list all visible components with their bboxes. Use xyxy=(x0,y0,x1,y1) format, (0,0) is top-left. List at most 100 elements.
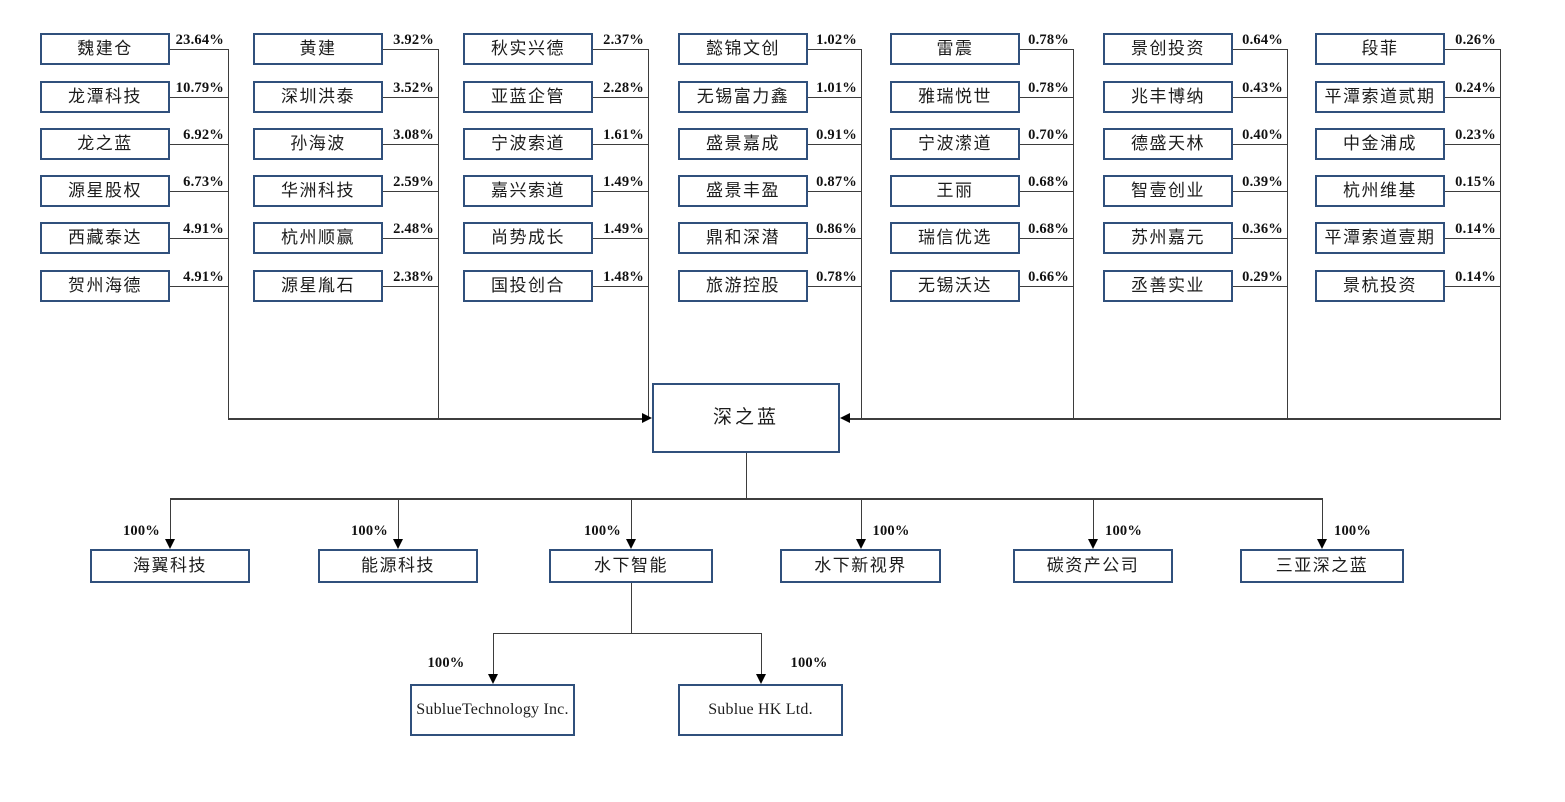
arrowhead-icon xyxy=(487,674,498,684)
shareholder-box: 德盛天林 xyxy=(1103,128,1233,160)
shareholder-box: 魏建仓 xyxy=(40,33,170,65)
shareholding-percentage: 10.79% xyxy=(175,80,224,96)
shareholding-percentage: 0.78% xyxy=(1028,32,1069,48)
shareholder-box: 兆丰博纳 xyxy=(1103,81,1233,113)
shareholder-box: 孙海波 xyxy=(253,128,383,160)
shareholder-box: 国投创合 xyxy=(463,270,593,302)
shareholder-box: 鼎和深潜 xyxy=(678,222,808,254)
shareholding-percentage: 2.59% xyxy=(393,174,434,190)
arrowhead-icon xyxy=(840,413,850,423)
ownership-percentage: 100% xyxy=(350,523,388,539)
shareholder-box: 苏州嘉元 xyxy=(1103,222,1233,254)
ownership-percentage: 100% xyxy=(583,523,621,539)
subsidiary-box: 三亚深之蓝 xyxy=(1240,549,1404,583)
shareholder-box: 深圳洪泰 xyxy=(253,81,383,113)
shareholder-box: 平潭索道壹期 xyxy=(1315,222,1445,254)
shareholding-percentage: 6.73% xyxy=(183,174,224,190)
connector-line xyxy=(1445,286,1500,287)
shareholder-box: 华洲科技 xyxy=(253,175,383,207)
connector-line xyxy=(170,286,228,287)
arrowhead-icon xyxy=(165,539,175,549)
ownership-percentage: 100% xyxy=(790,655,828,671)
shareholding-percentage: 0.15% xyxy=(1455,174,1496,190)
shareholding-percentage: 3.92% xyxy=(393,32,434,48)
connector-line xyxy=(1020,191,1073,192)
shareholding-percentage: 6.92% xyxy=(183,127,224,143)
shareholding-percentage: 4.91% xyxy=(183,269,224,285)
shareholding-percentage: 0.23% xyxy=(1455,127,1496,143)
connector-line xyxy=(593,286,648,287)
ownership-percentage: 100% xyxy=(872,523,910,539)
shareholding-percentage: 0.68% xyxy=(1028,174,1069,190)
connector-line xyxy=(1020,144,1073,145)
connector-line xyxy=(383,238,438,239)
shareholding-percentage: 1.02% xyxy=(816,32,857,48)
connector-line xyxy=(808,191,861,192)
shareholding-percentage: 0.87% xyxy=(816,174,857,190)
connector-line xyxy=(228,418,642,420)
shareholding-percentage: 0.14% xyxy=(1455,269,1496,285)
ownership-percentage: 100% xyxy=(1105,523,1143,539)
shareholder-box: 秋实兴德 xyxy=(463,33,593,65)
subsidiary-box: 水下新视界 xyxy=(780,549,941,583)
connector-line xyxy=(631,498,632,539)
shareholding-percentage: 4.91% xyxy=(183,221,224,237)
shareholding-percentage: 2.37% xyxy=(603,32,644,48)
shareholding-percentage: 0.64% xyxy=(1242,32,1283,48)
shareholder-box: 杭州顺赢 xyxy=(253,222,383,254)
connector-line xyxy=(808,49,861,50)
connector-line xyxy=(808,238,861,239)
shareholder-box: 杭州维基 xyxy=(1315,175,1445,207)
shareholding-percentage: 0.66% xyxy=(1028,269,1069,285)
arrowhead-icon xyxy=(755,674,766,684)
shareholding-percentage: 0.86% xyxy=(816,221,857,237)
connector-line xyxy=(593,238,648,239)
shareholding-percentage: 1.48% xyxy=(603,269,644,285)
shareholding-percentage: 0.70% xyxy=(1028,127,1069,143)
connector-line xyxy=(1073,49,1074,419)
shareholding-percentage: 1.61% xyxy=(603,127,644,143)
connector-line xyxy=(808,286,861,287)
shareholder-box: 平潭索道贰期 xyxy=(1315,81,1445,113)
shareholding-percentage: 0.26% xyxy=(1455,32,1496,48)
shareholder-box: 懿锦文创 xyxy=(678,33,808,65)
connector-line xyxy=(808,144,861,145)
arrowhead-icon xyxy=(393,539,403,549)
shareholder-box: 盛景丰盈 xyxy=(678,175,808,207)
shareholding-percentage: 1.01% xyxy=(816,80,857,96)
connector-line xyxy=(648,49,649,419)
connector-line xyxy=(170,144,228,145)
connector-line xyxy=(861,49,862,419)
connector-line xyxy=(1020,238,1073,239)
connector-line xyxy=(1287,49,1288,419)
shareholder-box: 瑞信优选 xyxy=(890,222,1020,254)
shareholder-box: 源星胤石 xyxy=(253,270,383,302)
connector-line xyxy=(850,418,1501,420)
connector-line xyxy=(170,498,1322,500)
connector-line xyxy=(760,633,762,674)
connector-line xyxy=(170,191,228,192)
shareholder-box: 龙潭科技 xyxy=(40,81,170,113)
ownership-percentage: 100% xyxy=(1334,523,1372,539)
connector-line xyxy=(1020,49,1073,50)
sub-subsidiary-box: Sublue HK Ltd. xyxy=(678,684,843,736)
shareholding-percentage: 0.43% xyxy=(1242,80,1283,96)
arrowhead-icon xyxy=(1088,539,1098,549)
shareholder-box: 嘉兴索道 xyxy=(463,175,593,207)
shareholding-percentage: 3.08% xyxy=(393,127,434,143)
connector-line xyxy=(593,49,648,50)
connector-line xyxy=(1233,191,1287,192)
connector-line xyxy=(383,144,438,145)
connector-line xyxy=(383,286,438,287)
connector-line xyxy=(1020,97,1073,98)
company-box: 深之蓝 xyxy=(652,383,840,453)
shareholding-percentage: 0.36% xyxy=(1242,221,1283,237)
arrowhead-icon xyxy=(1317,539,1327,549)
connector-line xyxy=(1093,498,1094,539)
connector-line xyxy=(170,498,171,539)
connector-line xyxy=(1233,144,1287,145)
shareholding-percentage: 1.49% xyxy=(603,221,644,237)
sub-subsidiary-label: Sublue xyxy=(416,701,462,719)
shareholding-percentage: 0.29% xyxy=(1242,269,1283,285)
